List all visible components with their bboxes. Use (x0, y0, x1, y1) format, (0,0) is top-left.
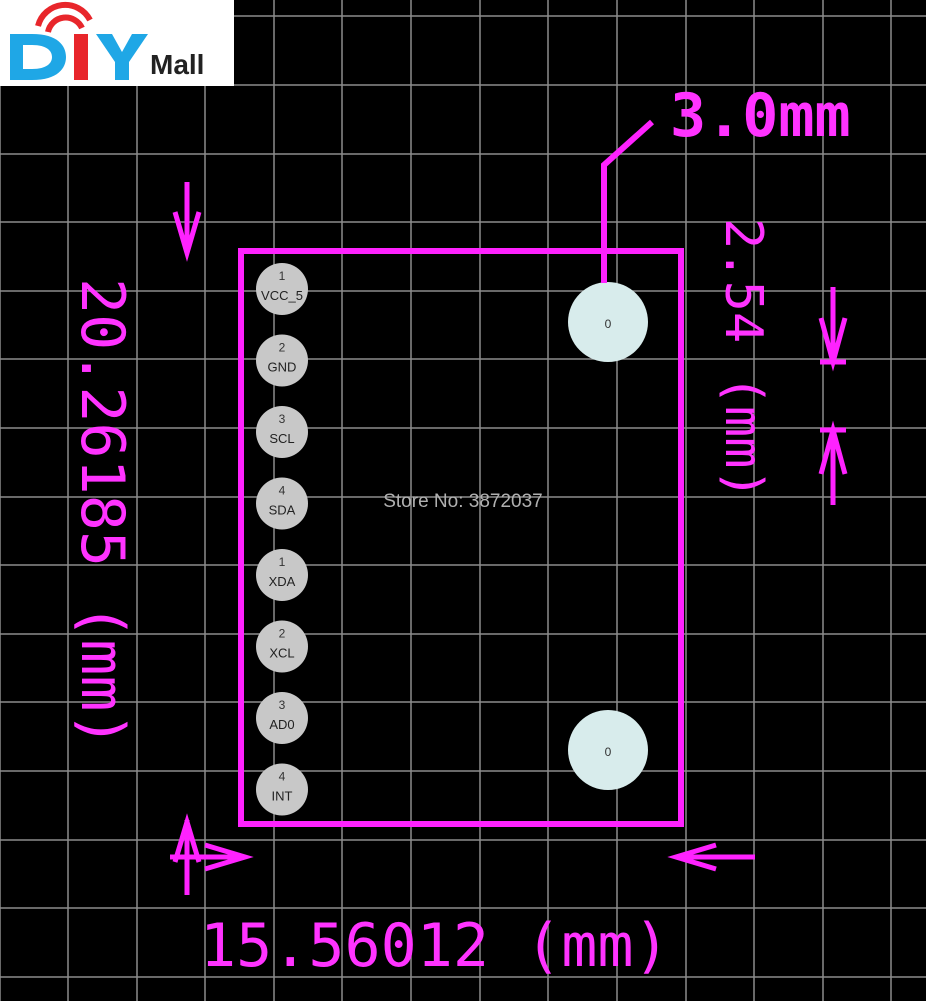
pin-pad-circle (256, 263, 308, 315)
pin-pad-circle (256, 692, 308, 744)
pin-pad-circle (256, 477, 308, 530)
mounting-hole-bottom: 0 (568, 710, 648, 790)
mounting-hole-top: 0 (568, 282, 648, 362)
pin-number: 3 (279, 412, 286, 426)
pin-pad-circle (256, 549, 308, 601)
pin-name: SCL (269, 431, 294, 446)
logo-wifi-arc-inner (45, 14, 85, 33)
mounting-hole-top-pad (568, 282, 648, 362)
pin-pad-circle (256, 406, 308, 458)
pin-pad-circle (256, 334, 308, 387)
height-dimension-label: 20.26185 (mm) (67, 278, 137, 748)
diymall-logo: Mall (0, 0, 234, 86)
board-outline (238, 248, 684, 827)
logo-wifi-arc-outer (35, 1, 93, 27)
pin-pad-circle (256, 763, 308, 816)
width-dimension-label: 15.56012 (mm) (200, 911, 670, 981)
hole-diameter-label: 3.0mm (670, 81, 851, 151)
logo-letter-i (74, 34, 88, 80)
logo-letter-y (96, 34, 148, 80)
pin-name: AD0 (269, 717, 294, 732)
pin-name: XCL (269, 646, 294, 661)
mounting-hole-bottom-label: 0 (605, 745, 612, 759)
pin-number: 4 (279, 484, 286, 498)
pin-name: VCC_5 (261, 288, 303, 303)
pin-number: 4 (279, 770, 286, 784)
diymall-logo-graphic: Mall (10, 1, 204, 80)
pin-number: 1 (279, 555, 286, 569)
mounting-hole-bottom-pad (568, 710, 648, 790)
store-watermark: Store No: 3872037 (383, 491, 543, 512)
dimension-arrows (170, 182, 848, 895)
pin-number: 2 (279, 341, 286, 355)
logo-letter-d (10, 34, 66, 80)
logo-mall-text: Mall (150, 49, 204, 80)
pin-name: GND (268, 360, 297, 375)
pin-number: 2 (279, 627, 286, 641)
arrow-bottom-left-cross (170, 813, 254, 895)
pitch-dimension-label: 2.54 (mm) (713, 218, 773, 500)
arrow-bottom-right-left (667, 842, 755, 872)
pin-number: 1 (279, 269, 286, 283)
arrow-pitch-down (818, 287, 848, 372)
pin-number: 3 (279, 698, 286, 712)
pin-name: INT (272, 789, 293, 804)
hole-leader-line (601, 119, 655, 283)
mounting-hole-top-label: 0 (605, 317, 612, 331)
pin-name: SDA (269, 503, 296, 518)
pin-name: XDA (269, 574, 296, 589)
arrow-top-left-down (172, 182, 202, 262)
pin-pad-circle (256, 620, 308, 673)
arrow-pitch-up (818, 420, 848, 505)
